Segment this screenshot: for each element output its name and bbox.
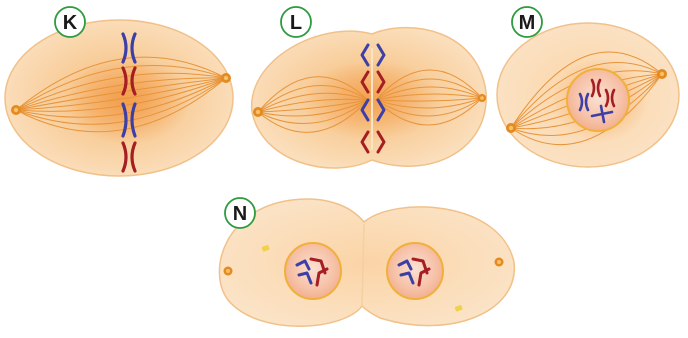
nucleus (567, 69, 629, 131)
centrosome-icon (506, 123, 516, 133)
panel-l: L (252, 7, 487, 168)
centrosome-icon (11, 105, 21, 115)
panel-badge: L (281, 7, 311, 37)
centrosome-icon (224, 267, 233, 276)
centrosome-icon (478, 94, 486, 102)
panel-label: K (63, 12, 78, 34)
nucleus (387, 243, 443, 299)
panel-label: M (519, 12, 536, 34)
panel-m: M (497, 7, 679, 167)
panel-badge: N (225, 198, 255, 228)
panel-label: L (290, 12, 302, 34)
nucleus (285, 243, 341, 299)
centrosome-icon (253, 107, 263, 117)
centrosome-icon (657, 69, 667, 79)
panel-badge: M (512, 7, 542, 37)
panel-label: N (233, 203, 247, 225)
panel-badge: K (55, 7, 85, 37)
panel-k: K (5, 7, 233, 176)
cell-body (219, 199, 514, 326)
panel-n: N (219, 198, 514, 326)
centrosome-icon (495, 258, 504, 267)
centrosome-icon (221, 73, 231, 83)
